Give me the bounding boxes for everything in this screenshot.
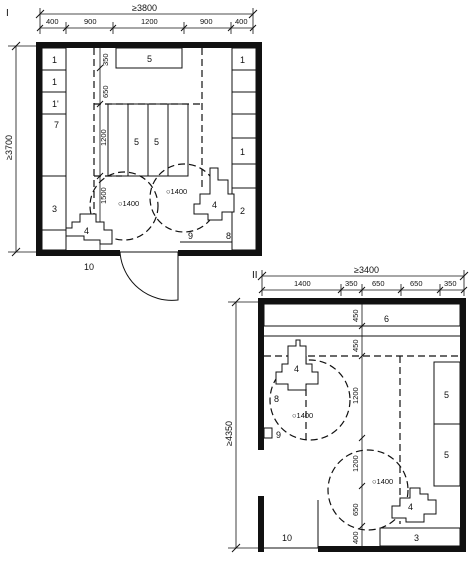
plan-2-label-5a: 5	[444, 390, 449, 400]
plan-1-circle-right-label: ○1400	[166, 187, 187, 196]
plan-2-segment-dims: 1400 350 650 650 350	[258, 279, 468, 296]
plan-2-label-person-upper: 4	[294, 364, 299, 374]
plan-2-dim-350-left: 350	[345, 279, 358, 288]
plan-1-dim-900-left: 900	[84, 17, 97, 26]
plan-1-vertical-dims: 350 650 1200 1500	[96, 48, 110, 250]
plan-1-label-1a: 1	[52, 55, 57, 65]
plan-2-label-9: 9	[276, 430, 281, 440]
plan-2-overall-height-dim: ≥4350	[224, 297, 262, 553]
plan-1-left-cabinets: 1 1 1' 7 3	[41, 47, 67, 251]
plan-2-left-items: 8 9	[263, 394, 281, 440]
plan-1-label-1b: 1	[52, 77, 57, 87]
plan-2-vdim-400: 400	[351, 531, 360, 544]
plan-1-bottom-items: 9 8	[180, 231, 232, 243]
plan-2-id: II	[252, 270, 258, 281]
plan-2-vertical-dims: 450 450 1200 1200 650 400	[351, 304, 366, 546]
plan-2-right-tables: 5 5	[433, 361, 461, 487]
plan-2-overall-width-dim: ≥3400	[257, 265, 469, 296]
plan-1-label-top-5: 5	[147, 54, 152, 64]
plan-2-overall-height: ≥4350	[224, 421, 234, 446]
plan-1-wheelchair-left: 4	[65, 213, 113, 245]
plan-1-label-center-5a: 5	[134, 137, 139, 147]
plan-1-vdim-1200: 1200	[99, 129, 108, 146]
plan-1-top-table: 5	[115, 47, 183, 69]
plan-1-dim-900-right: 900	[200, 17, 213, 26]
plan-2-label-6: 6	[384, 314, 389, 324]
plan-1-label-right-2: 2	[240, 206, 245, 216]
plan-1-circle-left-label: ○1400	[118, 199, 139, 208]
plan-2-walls	[258, 298, 466, 552]
plan-2-turning-circles: ○1400 ○1400	[269, 359, 409, 531]
plan-2-dim-1400: 1400	[294, 279, 311, 288]
plan-2-circle-lower-label: ○1400	[372, 477, 393, 486]
plan-1-walls	[36, 42, 262, 256]
plan-1-label-door-10: 10	[84, 262, 94, 272]
plan-1-overall-height-dim: ≥3700	[4, 41, 40, 257]
plan-2-label-person-lower: 4	[408, 502, 413, 512]
plan-2-dim-650-left: 650	[372, 279, 385, 288]
plan-2-vdim-650: 650	[351, 503, 360, 516]
plan-2: II ≥3400 1400 350 650 650	[224, 265, 469, 553]
plan-2-vdim-1200b: 1200	[351, 455, 360, 472]
plan-1-label-3: 3	[52, 204, 57, 214]
plan-2-label-8: 8	[274, 394, 279, 404]
plan-1-vdim-350: 350	[101, 53, 110, 66]
plan-1-label-person-right: 4	[212, 200, 217, 210]
plan-2-wheelchair-lower: 4	[391, 487, 437, 523]
plan-2-bottom-cabinet: 3	[379, 527, 461, 547]
plan-2-vdim-1200a: 1200	[351, 387, 360, 404]
plan-2-label-5b: 5	[444, 450, 449, 460]
plan-1-label-1c: 1'	[52, 99, 59, 109]
plan-1-label-right-1b: 1	[240, 147, 245, 157]
plan-2-door: 10	[264, 500, 319, 549]
plan-1-overall-width: ≥3800	[132, 3, 157, 13]
plan-1-label-9: 9	[188, 231, 193, 241]
plan-2-vdim-450a: 450	[351, 309, 360, 322]
plan-1-wheelchair-right: 4	[193, 167, 235, 221]
plan-1-door: 10	[84, 251, 179, 301]
plan-1: I ≥3800 400 900 1200 900	[4, 3, 262, 301]
plan-2-wheelchair-upper: 4	[275, 339, 319, 391]
plan-2-dim-650-right: 650	[410, 279, 423, 288]
plan-1-vdim-1500: 1500	[99, 187, 108, 204]
plan-1-overall-width-dim: ≥3800	[35, 3, 258, 34]
plan-1-label-8: 8	[226, 231, 231, 241]
plan-1-dim-1200: 1200	[141, 17, 158, 26]
plan-1-vdim-650: 650	[101, 85, 110, 98]
plan-2-circle-upper-label: ○1400	[292, 411, 313, 420]
plan-1-label-7: 7	[54, 120, 59, 130]
plan-2-label-3: 3	[414, 533, 419, 543]
plan-2-vdim-450b: 450	[351, 339, 360, 352]
plan-1-overall-height: ≥3700	[4, 135, 14, 160]
plan-1-segment-dims: 400 900 1200 900 400	[36, 17, 257, 34]
plan-1-turning-circles: ○1400 ○1400	[89, 163, 219, 241]
plan-1-id: I	[6, 8, 9, 19]
plan-1-label-center-5b: 5	[154, 137, 159, 147]
plan-1-label-right-1a: 1	[240, 55, 245, 65]
plan-1-dim-400-right: 400	[235, 17, 248, 26]
plan-1-right-cabinets: 1 1 2	[231, 47, 257, 251]
plan-1-center-tables: 5 5	[107, 103, 189, 177]
plan-1-dim-400-left: 400	[46, 17, 59, 26]
plan-2-dim-350-right: 350	[444, 279, 457, 288]
plan-2-overall-width: ≥3400	[354, 265, 379, 275]
plan-2-label-door-10: 10	[282, 533, 292, 543]
plan-1-label-person-left: 4	[84, 226, 89, 236]
